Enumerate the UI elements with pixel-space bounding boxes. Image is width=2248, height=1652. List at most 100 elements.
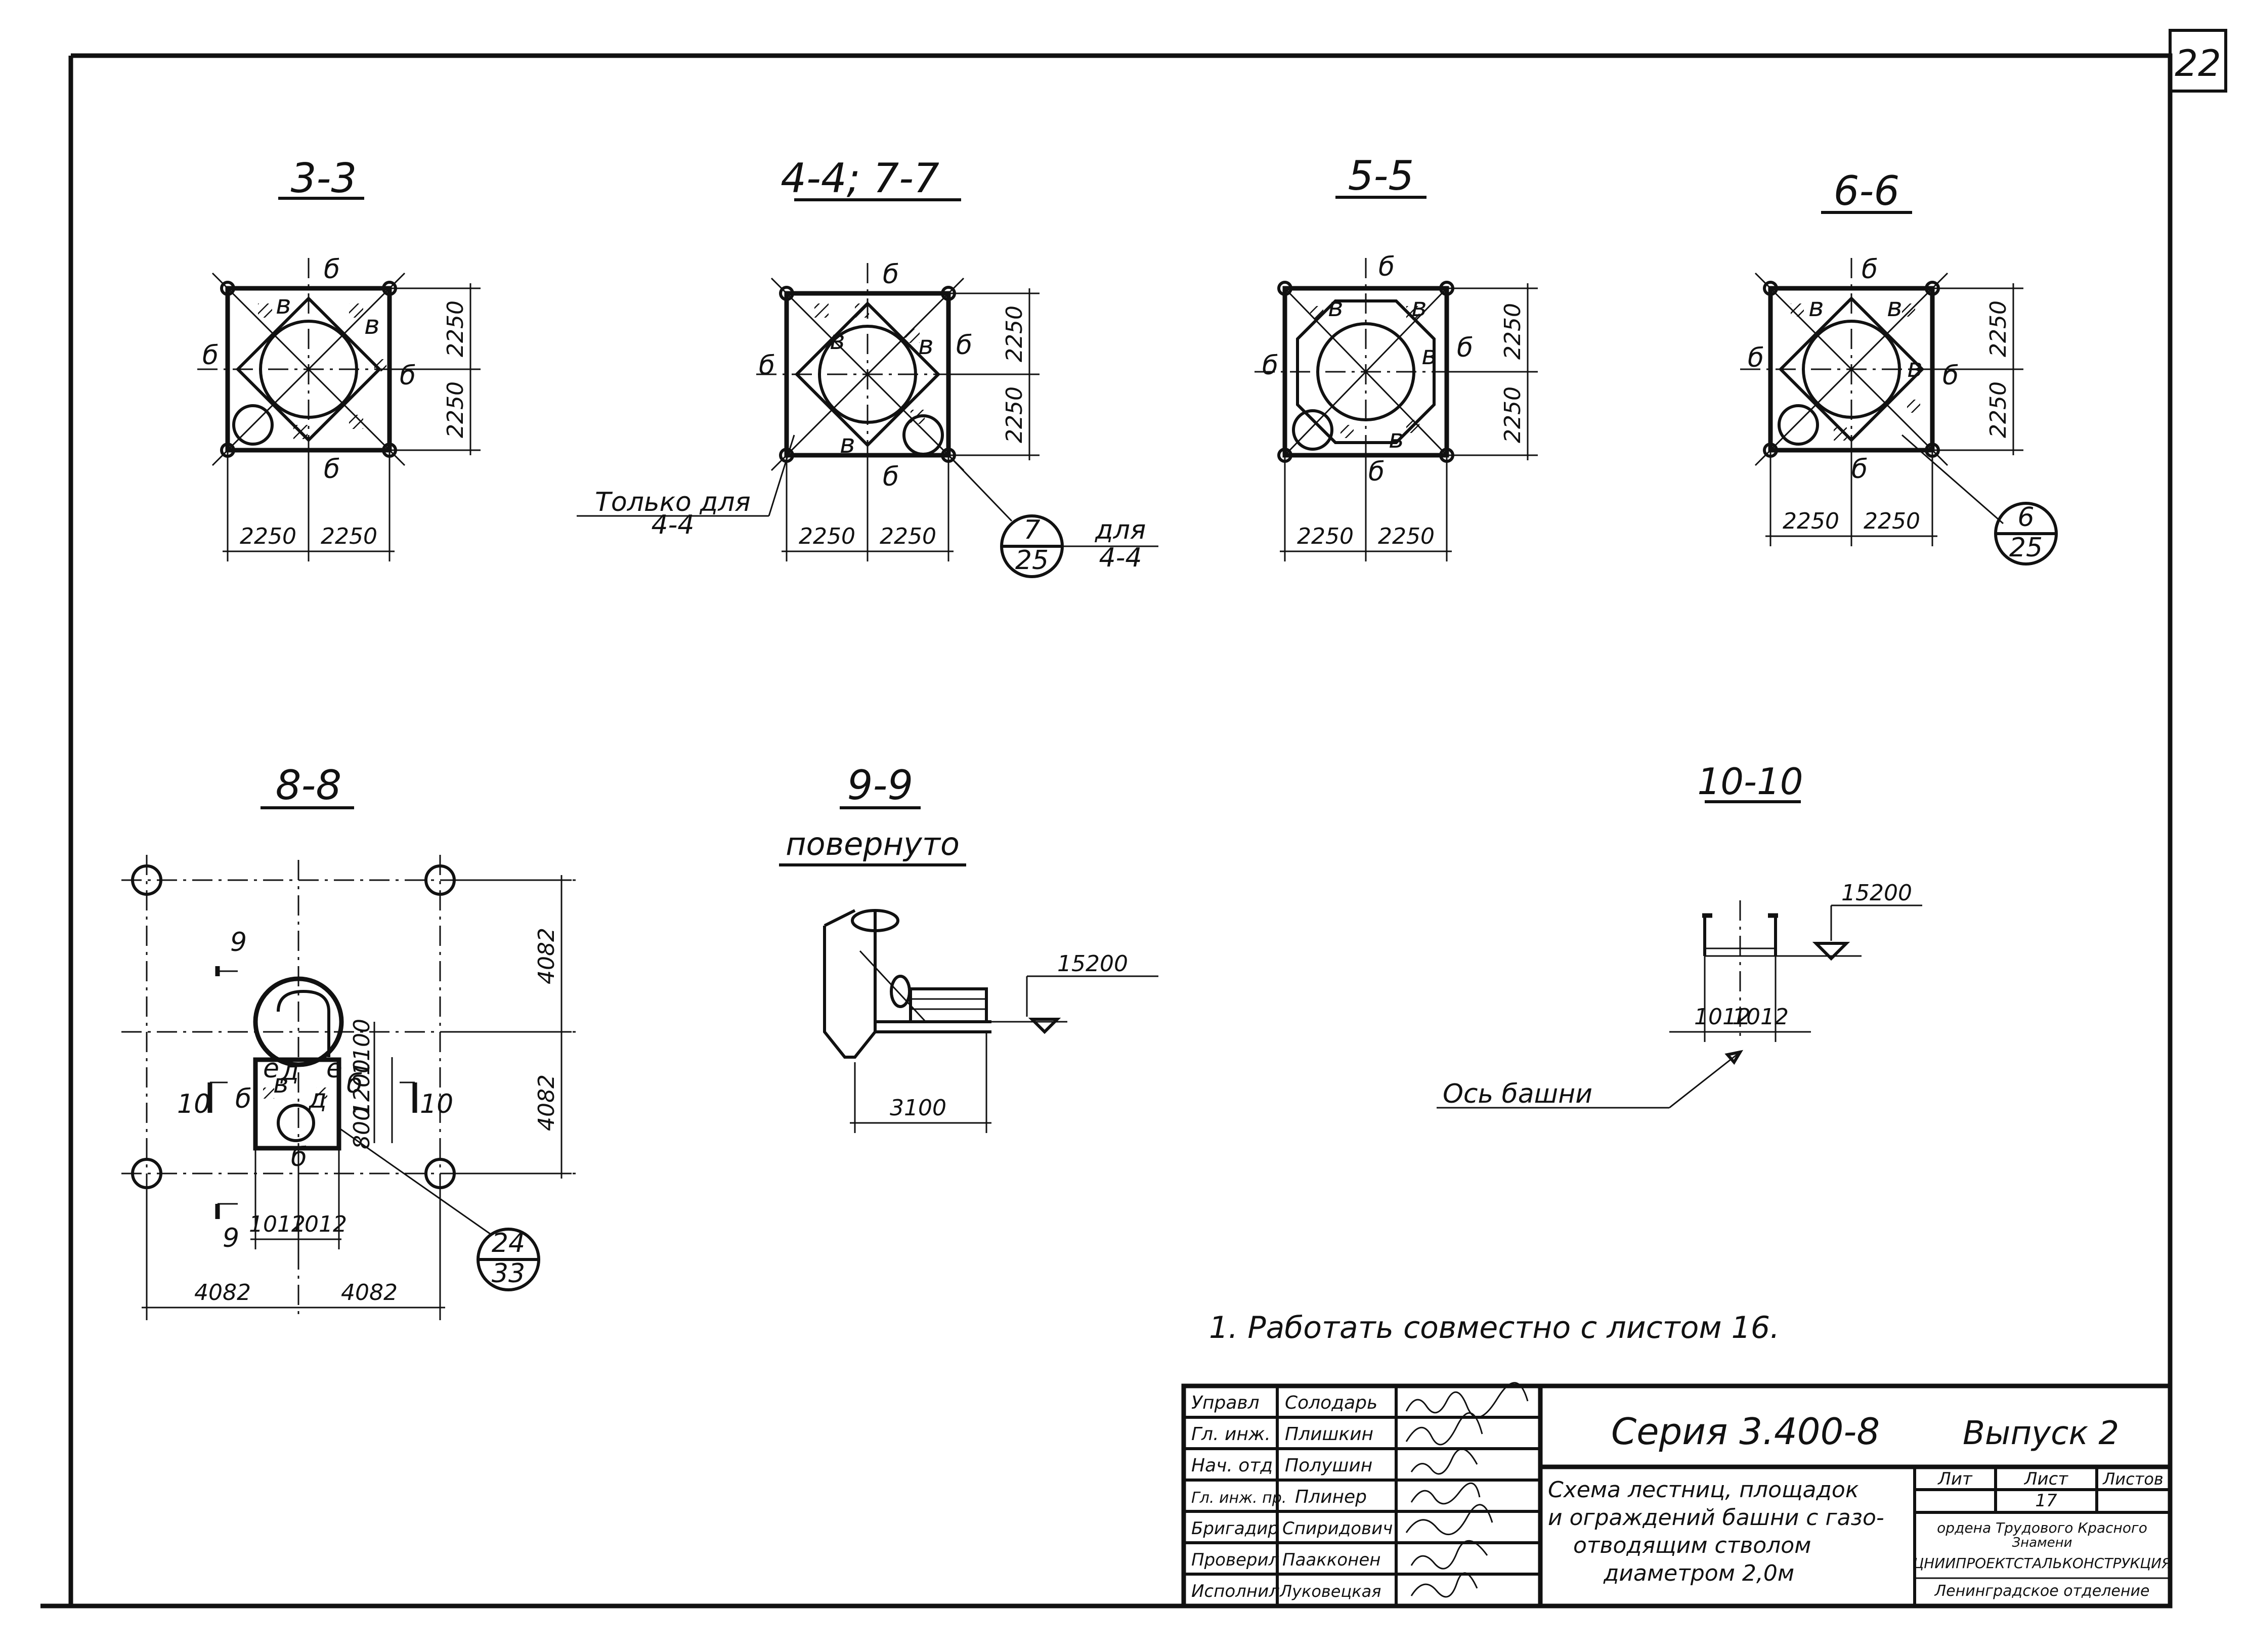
dim: 2250 — [1002, 386, 1027, 443]
detail-ref-den: 25 — [1015, 545, 1049, 576]
section-4-4-title: 4-4; 7-7 — [781, 155, 939, 202]
col-sheet: Лист — [2023, 1469, 2068, 1489]
person-name: Плишкин — [1285, 1424, 1373, 1445]
section-9-9: 9-9 повернуто 15200 3100 — [779, 762, 1158, 1133]
role-label: Гл. инж. пр. — [1191, 1489, 1286, 1507]
section-9-9-subtitle: повернуто — [786, 825, 960, 862]
org-line: ордена Трудового Красного — [1937, 1519, 2147, 1536]
title-block: Управл Гл. инж. Нач. отд Гл. инж. пр. Бр… — [1181, 1382, 2173, 1608]
dim: 2250 — [1378, 524, 1435, 549]
person-name: Солодарь — [1285, 1393, 1377, 1413]
mark-v: в — [1411, 292, 1427, 323]
signatures — [1405, 1382, 1529, 1598]
col-sheets: Листов — [2102, 1469, 2164, 1489]
mark-e: е — [326, 1054, 342, 1084]
ref-note-4-4: 4-4 — [1099, 543, 1142, 573]
description-line: диаметром 2,0м — [1603, 1560, 1794, 1586]
mark-v: в — [1328, 292, 1344, 323]
org-line: ЦНИИПРОЕКТСТАЛЬКОНСТРУКЦИЯ — [1913, 1555, 2172, 1572]
mark-v: в — [273, 1069, 289, 1099]
dim: 2250 — [880, 524, 936, 549]
description-line: Схема лестниц, площадок — [1548, 1477, 1859, 1503]
mark-v: в — [918, 330, 934, 361]
section-10-10: 10-10 15200 1012 1012 Ось башни — [1437, 760, 1922, 1109]
dim: 2250 — [1002, 306, 1027, 362]
mark-b: б — [1368, 457, 1385, 487]
sheet-number: 22 — [2175, 42, 2221, 84]
dim: 2250 — [1985, 300, 2011, 357]
org-line: Знамени — [2012, 1535, 2072, 1550]
elevation-mark: 15200 — [1841, 880, 1912, 906]
dim: 2250 — [1297, 524, 1354, 549]
sheet-frame: 22 — [40, 29, 2227, 1608]
elevation-mark: 15200 — [1057, 951, 1128, 977]
detail-ref-den: 33 — [492, 1258, 525, 1289]
dim: 2250 — [240, 524, 296, 549]
note-only-for-4-4: 4-4 — [652, 510, 695, 540]
mark-b: б — [202, 340, 219, 371]
col-lit: Лит — [1937, 1469, 1973, 1489]
dim: 2250 — [1864, 508, 1920, 534]
dim: 4082 — [194, 1280, 251, 1306]
note-only-for: Только для — [595, 487, 751, 517]
tower-axis-label: Ось башни — [1443, 1079, 1592, 1109]
detail-ref-num: 24 — [492, 1228, 525, 1258]
mark-d: д — [280, 1056, 299, 1086]
section-3-3-title: 3-3 — [291, 155, 357, 202]
mark-b: б — [347, 1069, 363, 1099]
section-3-3: 3-3 б б б б в в 2250 2250 225 — [197, 155, 481, 561]
section-5-5: 5-5 б б б б в в в в 2250 2250 2 — [1255, 152, 1538, 561]
person-name: Луковецкая — [1279, 1582, 1381, 1601]
mark-v: в — [830, 325, 845, 356]
dim: 4082 — [534, 1074, 559, 1131]
section-9-9-title: 9-9 — [847, 762, 914, 809]
cut-9-top: 9 — [230, 927, 247, 958]
dim: 3100 — [890, 1095, 946, 1121]
mark-v: в — [1808, 292, 1824, 323]
dim: 1012 — [1732, 1004, 1789, 1030]
mark-v: в — [276, 290, 291, 320]
mark-b: б — [883, 462, 899, 492]
mark-b: б — [956, 330, 972, 361]
section-8-8-title: 8-8 — [276, 762, 342, 809]
role-label: Проверил — [1191, 1550, 1279, 1570]
dim: 1012 — [290, 1211, 347, 1237]
sheet-value: 17 — [2035, 1491, 2057, 1511]
dim: 2250 — [443, 381, 468, 438]
role-label: Исполнил — [1191, 1581, 1280, 1601]
dim: 1100 — [349, 1019, 375, 1075]
mark-v: в — [840, 429, 855, 459]
dim: 4082 — [341, 1280, 398, 1306]
role-label: Гл. инж. — [1191, 1424, 1271, 1445]
dim: 4082 — [534, 928, 559, 984]
mark-b: б — [324, 454, 340, 485]
cut-9-bottom: 9 — [223, 1223, 239, 1253]
mark-v: в — [1389, 424, 1404, 454]
general-note: 1. Работать совместно с листом 16. — [1209, 1310, 1780, 1345]
mark-v: в — [1887, 292, 1903, 323]
person-name: Плинер — [1295, 1487, 1367, 1507]
mark-d: д — [308, 1084, 327, 1114]
dim: 2250 — [1783, 508, 1839, 534]
role-label: Бригадир — [1191, 1518, 1279, 1539]
mark-b: б — [1748, 343, 1764, 373]
mark-v: в — [364, 310, 380, 340]
person-name: Полушин — [1285, 1455, 1372, 1476]
section-8-8: 8-8 в д д е е б б б 1100 1200 800 — [121, 762, 582, 1320]
dim: 1012 — [249, 1211, 306, 1237]
dim: 2250 — [1500, 386, 1526, 443]
cut-10-left: 10 — [177, 1089, 210, 1119]
dim: 1012 — [1694, 1004, 1751, 1030]
section-10-10-title: 10-10 — [1697, 760, 1803, 803]
mark-b: б — [759, 351, 775, 381]
mark-b: б — [883, 259, 899, 290]
issue-label: Выпуск 2 — [1963, 1415, 2119, 1452]
dim: 2250 — [1500, 303, 1526, 360]
mark-b: б — [1262, 351, 1278, 381]
section-6-6-title: 6-6 — [1834, 167, 1900, 214]
mark-b: б — [1457, 333, 1473, 363]
dim: 800 — [349, 1107, 375, 1149]
mark-b: б — [1862, 254, 1878, 285]
detail-ref-den: 25 — [2009, 533, 2043, 563]
